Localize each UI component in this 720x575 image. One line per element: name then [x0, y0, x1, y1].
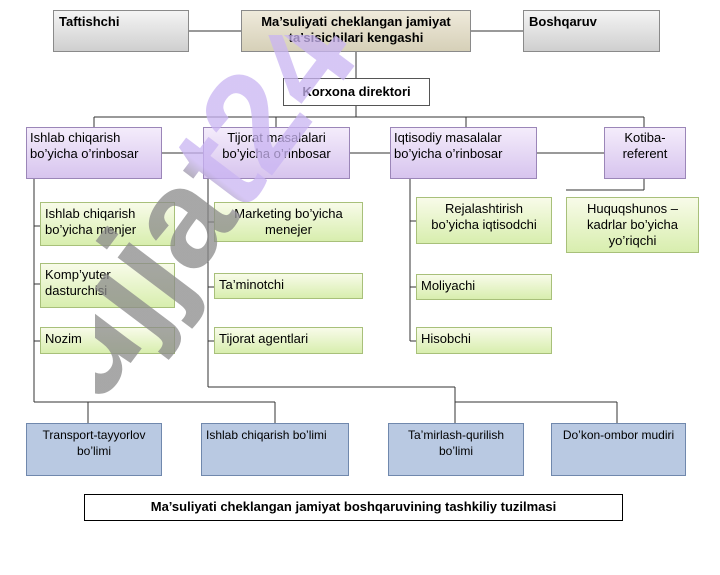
inspector-label: Taftishchi: [59, 14, 120, 29]
chart-caption: Ma’suliyati cheklangan jamiyat boshqaruv…: [84, 494, 623, 521]
deputy-production-line1: Ishlab chiqarish: [30, 130, 121, 145]
production-dept-box: Ishlab chiqarish bo’limi: [201, 423, 349, 476]
sales-agents-box: Tijorat agentlari: [214, 327, 363, 354]
production-dept-line1: Ishlab chiqarish bo’limi: [206, 428, 327, 442]
production-manager-line1: Ishlab chiqarish: [45, 206, 136, 221]
deputy-commerce-line2: bo’yicha o’rinbosar: [222, 146, 331, 161]
deputy-economy-box: Iqtisodiy masalalar bo’yicha o’rinbosar: [390, 127, 537, 179]
repair-dept-line1: Ta’mirlash-qurilish: [407, 428, 505, 442]
management-box: Boshqaruv: [523, 10, 660, 52]
deputy-production-line2: bo’yicha o’rinbosar: [30, 146, 139, 161]
repair-dept-line2: bo’limi: [438, 444, 473, 458]
programmer-line2: dasturchisi: [45, 283, 108, 298]
planning-economist-line1: Rejalashtirish: [444, 201, 524, 216]
transport-dept-line1: Transport-tayyorlov: [42, 428, 146, 442]
supervisor-box: Nozim: [40, 327, 175, 354]
accountant-line1: Hisobchi: [421, 331, 471, 346]
connector-lines: [33, 30, 645, 423]
secretary-box: Kotiba- referent: [604, 127, 686, 179]
founders-council-line1: Ma’suliyati cheklangan jamiyat: [261, 14, 451, 29]
financier-box: Moliyachi: [416, 274, 552, 300]
supplier-box: Ta’minotchi: [214, 273, 363, 299]
supplier-line1: Ta’minotchi: [219, 277, 285, 292]
store-warehouse-line1: Do’kon-ombor mudiri: [562, 428, 675, 442]
lawyer-hr-box: Huquqshunos – kadrlar bo’yicha yo’riqchi: [566, 197, 699, 253]
management-label: Boshqaruv: [529, 14, 597, 29]
founders-council-line2: ta’sisichilari kengashi: [288, 30, 424, 45]
transport-dept-box: Transport-tayyorlov bo’limi: [26, 423, 162, 476]
director-box: Korxona direktori: [283, 78, 430, 106]
founders-council-box: Ma’suliyati cheklangan jamiyat ta’sisich…: [241, 10, 471, 52]
director-label: Korxona direktori: [302, 84, 411, 99]
marketing-manager-line1: Marketing bo’yicha: [234, 206, 343, 221]
planning-economist-line2: bo’yicha iqtisodchi: [431, 217, 537, 232]
accountant-box: Hisobchi: [416, 327, 552, 354]
deputy-production-box: Ishlab chiqarish bo’yicha o’rinbosar: [26, 127, 162, 179]
marketing-manager-box: Marketing bo’yicha menejer: [214, 202, 363, 242]
marketing-manager-line2: menejer: [265, 222, 312, 237]
production-manager-line2: bo’yicha menjer: [45, 222, 137, 237]
deputy-economy-line2: bo’yicha o’rinbosar: [394, 146, 503, 161]
programmer-line1: Komp’yuter: [45, 267, 111, 282]
secretary-line1: Kotiba-: [624, 130, 666, 145]
supervisor-line1: Nozim: [45, 331, 82, 346]
store-warehouse-box: Do’kon-ombor mudiri: [551, 423, 686, 476]
deputy-commerce-line1: Tijorat masalalari: [227, 130, 326, 145]
transport-dept-line2: bo’limi: [76, 444, 111, 458]
lawyer-hr-line2: kadrlar bo’yicha: [586, 217, 679, 232]
repair-dept-box: Ta’mirlash-qurilish bo’limi: [388, 423, 524, 476]
planning-economist-box: Rejalashtirish bo’yicha iqtisodchi: [416, 197, 552, 244]
sales-agents-line1: Tijorat agentlari: [219, 331, 309, 346]
financier-line1: Moliyachi: [421, 278, 476, 293]
lawyer-hr-line3: yo’riqchi: [608, 233, 657, 248]
programmer-box: Komp’yuter dasturchisi: [40, 263, 175, 308]
lawyer-hr-line1: Huquqshunos –: [586, 201, 679, 216]
chart-caption-text: Ma’suliyati cheklangan jamiyat boshqaruv…: [150, 499, 557, 514]
production-manager-box: Ishlab chiqarish bo’yicha menjer: [40, 202, 175, 246]
deputy-commerce-box: Tijorat masalalari bo’yicha o’rinbosar: [203, 127, 350, 179]
secretary-line2: referent: [622, 146, 668, 161]
inspector-box: Taftishchi: [53, 10, 189, 52]
deputy-economy-line1: Iqtisodiy masalalar: [394, 130, 502, 145]
